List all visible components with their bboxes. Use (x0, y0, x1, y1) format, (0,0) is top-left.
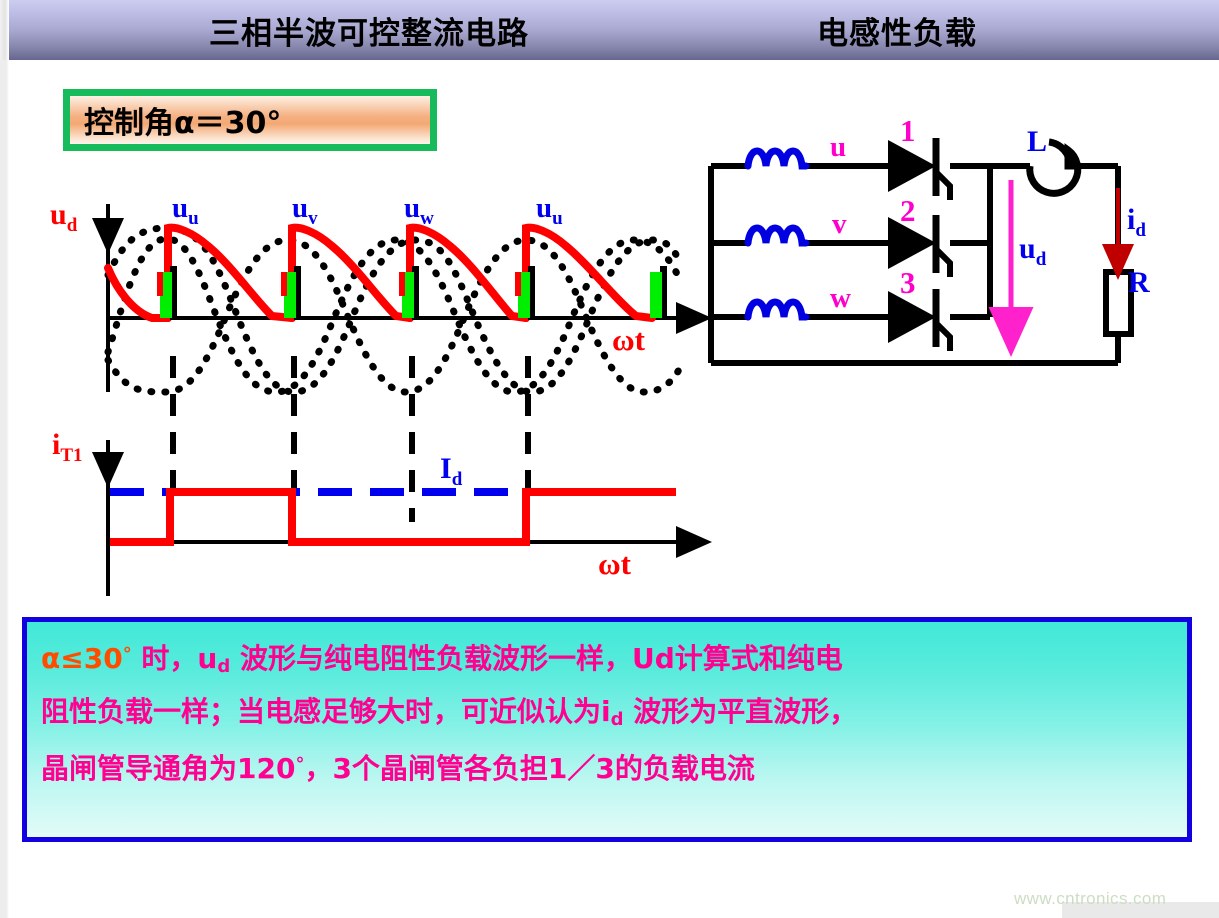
note-line-2: 阻性负载一样；当电感足够大时，可近似认为id 波形为平直波形， (41, 689, 1173, 742)
gate-pulse-markers (157, 266, 667, 320)
it1-waveform-red (110, 488, 676, 546)
page-title: 三相半波可控整流电路 (209, 16, 529, 52)
note-text-2b: 波形为平直波形， (623, 695, 858, 728)
phase-sine-dotted-curves (104, 224, 684, 396)
phase-label-uv: uv (292, 192, 318, 229)
thyristor-3-label: 3 (900, 265, 916, 300)
id-level-label: Id (440, 452, 463, 490)
ud-waveform-red (104, 223, 656, 322)
note-text-2a: 阻性负载一样；当电感足够大时，可近似认为i (41, 695, 611, 728)
watermark-text: www.cntronics.com (1014, 889, 1167, 908)
phase-label-uu-2: uu (536, 192, 563, 229)
resistor-R-label: R (1128, 266, 1150, 299)
load-inductor-symbol (1026, 138, 1082, 197)
it1-axis-label: iT1 (52, 428, 83, 466)
note-alpha-symbol: α (41, 642, 61, 675)
thyristor-1-label: 1 (900, 113, 916, 148)
note-sub-d2: d (610, 709, 624, 730)
note-text-3a: 晶闸管导通角为120 (41, 752, 296, 785)
source-inductor-coils (744, 147, 810, 321)
note-alpha-cond: ≤30 (60, 642, 123, 675)
note-sub-d1: d (217, 656, 231, 677)
phase-u-label: u (830, 131, 847, 163)
id-circuit-label: id (1127, 203, 1146, 241)
wt-axis-label-voltage: ωt (612, 322, 645, 357)
page-edge-strip-lower (0, 60, 6, 918)
control-angle-label: 控制角α＝30° (84, 106, 282, 141)
summary-note-box: α≤30° 时，ud 波形与纯电阻性负载波形一样，Ud计算式和纯电 阻性负载一样… (22, 617, 1192, 842)
ud-axis-label: ud (50, 198, 78, 236)
note-text-1b: 波形与纯电阻性负载波形一样，Ud计算式和纯电 (230, 642, 843, 675)
commutation-dashed-lines (170, 356, 531, 522)
note-line-3: 晶闸管导通角为120°，3个晶闸管各负担1／3的负载电流 (41, 742, 1173, 791)
phase-label-uw: uw (404, 192, 434, 229)
wt-axis-label-current: ωt (598, 546, 631, 581)
inductor-L-label: L (1027, 125, 1048, 158)
ud-circuit-label: ud (1019, 232, 1047, 270)
slide-header: 三相半波可控整流电路 电感性负载 (9, 0, 1219, 60)
note-text-3b: ，3个晶闸管各负担1／3的负载电流 (304, 752, 755, 785)
page-subtitle: 电感性负载 (817, 16, 977, 52)
phase-label-uu-1: uu (172, 192, 199, 229)
phase-w-label: w (830, 282, 851, 314)
thyristor-1-symbol (888, 138, 953, 200)
phase-v-label: v (832, 208, 847, 240)
note-deg-1: ° (122, 644, 132, 665)
watermark-backdrop (1062, 902, 1219, 918)
control-angle-box: 控制角α＝30° (63, 89, 437, 151)
thyristor-2-label: 2 (900, 193, 916, 228)
thyristor-2-symbol (888, 215, 953, 277)
note-line-1: α≤30° 时，ud 波形与纯电阻性负载波形一样，Ud计算式和纯电 (41, 632, 1173, 689)
thyristor-3-symbol (888, 289, 953, 351)
note-text-1a: 时，u (131, 642, 218, 675)
note-deg-2: ° (295, 754, 305, 775)
